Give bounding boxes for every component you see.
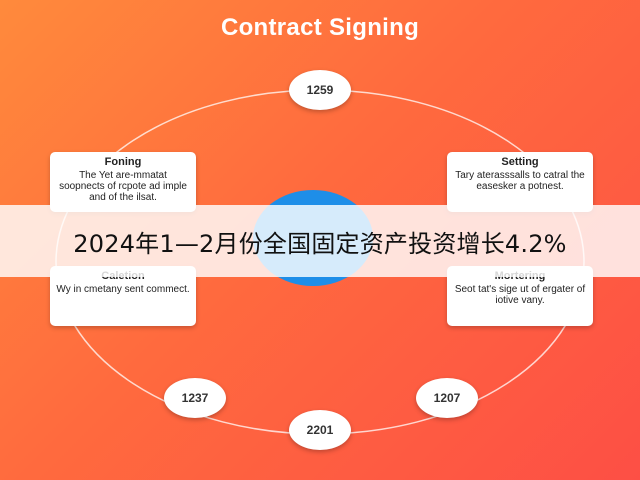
node-bottom: 2201 <box>289 410 351 450</box>
card-top-left: Foning The Yet are-mmatat soopnects of r… <box>50 152 196 212</box>
node-bottom-right: 1207 <box>416 378 478 418</box>
node-bottom-left: 1237 <box>164 378 226 418</box>
caption-text: 2024年1—2月份全国固定资产投资增长4.2% <box>73 229 567 258</box>
card-top-right: Setting Tary aterasssalls to catral the … <box>447 152 593 212</box>
card-description: Seot tat's sige ut of ergater of iotive … <box>454 284 586 306</box>
node-top: 1259 <box>289 70 351 110</box>
card-description: The Yet are-mmatat soopnects of rcpote a… <box>59 170 187 203</box>
caption-banner: 2024年1—2月份全国固定资产投资增长4.2% <box>0 205 640 277</box>
diagram-title: Contract Signing <box>220 14 420 41</box>
card-description: Wy in cmetany sent commect. <box>56 284 190 295</box>
card-title: Setting <box>501 156 539 168</box>
card-title: Foning <box>104 156 142 168</box>
card-description: Tary aterasssalls to catral the easesker… <box>455 170 585 192</box>
